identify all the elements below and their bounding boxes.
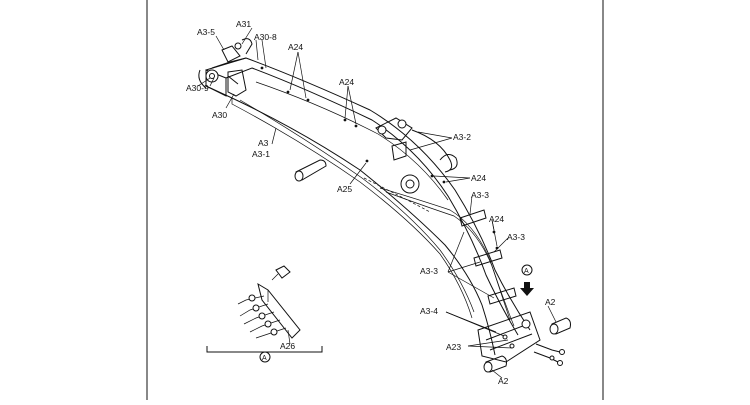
detail-manifold	[257, 282, 301, 339]
hose-fitting-2	[533, 351, 559, 363]
label-a3-3-b: A3-3	[507, 232, 525, 242]
hydraulic-line-1	[379, 187, 511, 321]
label-a3-3-a: A3-3	[471, 190, 489, 200]
label-a30: A30	[212, 110, 227, 120]
hydraulic-line-2	[385, 191, 515, 327]
hose-fitting-cap-1	[559, 349, 565, 355]
detail-bracket	[206, 346, 323, 353]
detail-fitting-a26	[275, 265, 291, 279]
boom-bottom-edge	[205, 85, 496, 356]
label-a24-right1: A24	[471, 173, 486, 183]
bushing-a2-upper-end	[549, 323, 559, 335]
top-bracket	[221, 45, 241, 63]
boom-top-rib	[255, 81, 449, 201]
label-a3-2: A3-2	[453, 132, 471, 142]
boom-assembly	[198, 38, 571, 373]
hose-fitting-cap-2	[557, 360, 563, 366]
bushing-a2-lower-end	[483, 361, 493, 373]
mid-bracket	[375, 117, 413, 141]
boom-end-fitting-2	[509, 343, 515, 349]
label-a31: A31	[236, 19, 251, 29]
boom-foot-curve	[198, 69, 207, 89]
hose-clip	[439, 154, 458, 171]
grease-point-8	[442, 180, 446, 184]
grease-point-5	[354, 124, 358, 128]
view-a-caption-circle	[259, 351, 271, 363]
label-a3-4: A3-4	[420, 306, 438, 316]
a25-pin-end	[294, 170, 304, 182]
label-a23: A23	[446, 342, 461, 352]
label-a3-3-c: A3-3	[420, 266, 438, 276]
boom-bottom-plate	[231, 98, 473, 319]
label-a24-right2: A24	[489, 214, 504, 224]
detail-view-a	[206, 265, 323, 363]
boom-foot-lug-detail	[227, 75, 239, 85]
clamp-a3-3-upper	[459, 209, 487, 227]
mid-clamp	[391, 141, 407, 161]
top-bracket-pin	[234, 42, 242, 50]
boom-foot-pin-center	[209, 73, 215, 79]
label-view-a-caption: A	[262, 355, 267, 362]
hidden-line	[363, 177, 431, 213]
view-a-arrow-icon	[520, 282, 534, 296]
detail-hoses	[237, 294, 287, 339]
label-a2-bottom: A2	[498, 376, 509, 386]
label-a24-top: A24	[288, 42, 303, 52]
label-a3: A3	[258, 138, 269, 148]
part-labels: A31 A3-5 A30-8 A24 A24 A30-9 A30 A3 A3-1…	[186, 19, 556, 386]
label-a24-mid: A24	[339, 77, 354, 87]
grease-point-6	[365, 159, 369, 163]
label-a2-top: A2	[545, 297, 556, 307]
view-a-marker-circle	[521, 264, 533, 276]
grease-point-3	[306, 98, 310, 102]
boom-end-housing	[477, 311, 541, 363]
boom-end-detail-1	[485, 323, 529, 341]
label-a30-8: A30-8	[254, 32, 277, 42]
label-a25: A25	[337, 184, 352, 194]
boom-top-inner-edge	[225, 67, 519, 336]
hose-fitting-1	[535, 343, 561, 353]
grease-point-7	[430, 174, 434, 178]
top-hose-fitting	[241, 38, 253, 55]
label-a3-5: A3-5	[197, 27, 215, 37]
clamp-a3-3-bottom	[487, 287, 517, 305]
hose-fitting-cap-3	[549, 355, 555, 361]
label-a26: A26	[280, 341, 295, 351]
boom-foot-top	[211, 57, 247, 69]
grease-point-1	[260, 66, 264, 70]
grease-point-2	[286, 90, 290, 94]
hose-loop	[411, 129, 453, 173]
cylinder-boss-inner	[405, 179, 415, 189]
grease-point-4	[343, 118, 347, 122]
leader-lines	[197, 27, 557, 379]
boom-side-line	[239, 99, 475, 313]
boom-foot-lug	[227, 69, 247, 97]
mid-bracket-pin-2	[397, 119, 407, 129]
mid-bracket-pin-1	[377, 125, 387, 135]
label-a3-1: A3-1	[252, 149, 270, 159]
label-view-a-marker: A	[524, 268, 529, 275]
label-a30-9: A30-9	[186, 83, 209, 93]
boom-end-bolt	[521, 319, 531, 329]
